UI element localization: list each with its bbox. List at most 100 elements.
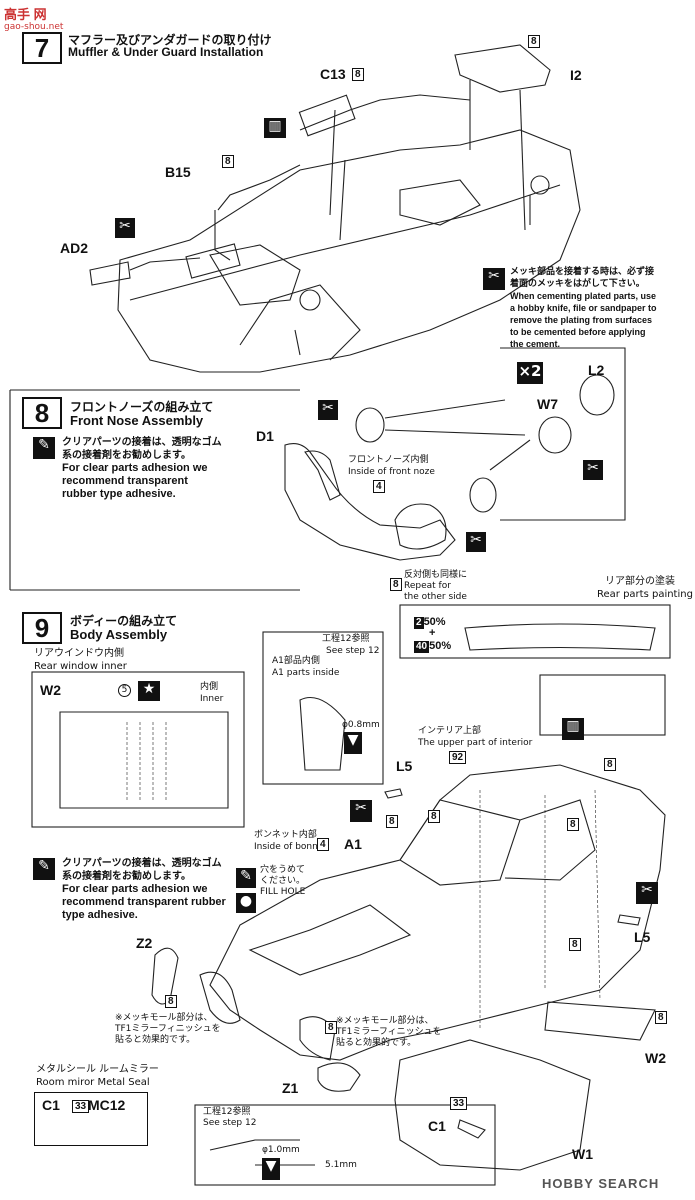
phi10-label: φ1.0mm bbox=[262, 1145, 300, 1155]
step9-title-jp: ボディーの組み立て bbox=[70, 614, 178, 628]
paint-8-l5: 8 bbox=[386, 815, 398, 828]
chrome-part-icon: ▥ bbox=[264, 118, 286, 138]
paint-pct-2: 50% bbox=[429, 640, 452, 652]
a1-inside-jp: A1部品内側 bbox=[272, 656, 320, 666]
paint-mix-plus: + bbox=[429, 627, 436, 639]
paint-front-nose: 4 bbox=[373, 480, 385, 493]
front-nose-inside-en: Inside of front noze bbox=[348, 467, 435, 477]
interior-en: The upper part of interior bbox=[418, 738, 533, 748]
paint-8-w2: 8 bbox=[655, 1011, 667, 1024]
star-icon: ★ bbox=[138, 681, 160, 701]
a1-inside-en: A1 parts inside bbox=[272, 668, 340, 678]
paint-8-side: 8 bbox=[569, 938, 581, 951]
mekki-left-1: ※メッキモール部分は、 bbox=[115, 1013, 213, 1023]
interior-jp: インテリア上部 bbox=[418, 726, 482, 736]
bonnet-jp: ボンネット内部 bbox=[254, 830, 317, 840]
glue-step9-icon-2: ✂ bbox=[636, 882, 658, 904]
rear-painting-en: Rear parts painting bbox=[597, 589, 693, 600]
part-i2: I2 bbox=[570, 67, 582, 83]
step7-note-en: When cementing plated parts, use a hobby… bbox=[510, 291, 657, 349]
mirror-mc12: MC12 bbox=[88, 1097, 126, 1113]
part-w1: W1 bbox=[572, 1146, 593, 1162]
ref12b-jp: 工程12参照 bbox=[203, 1107, 251, 1117]
part-ad2: AD2 bbox=[60, 240, 89, 256]
paint-92: 92 bbox=[449, 751, 467, 764]
mekki-left-2: TF1ミラーフィニッシュを bbox=[115, 1024, 221, 1034]
glue-step8-icon-2: ✂ bbox=[583, 460, 603, 480]
watermark-url: gao-shou.net bbox=[4, 22, 64, 32]
step8-title-jp: フロントノーズの組み立て bbox=[70, 400, 214, 414]
part-w7: W7 bbox=[537, 396, 558, 412]
repeat-jp: 反対側も同様に bbox=[404, 570, 468, 580]
step8-clear-jp: クリアパーツの接着は、透明なゴム系の接着剤をお勧めします。 bbox=[62, 437, 222, 461]
mekki-left-3: 貼ると効果的です。 bbox=[115, 1035, 196, 1045]
phi08-label: φ0.8mm bbox=[342, 720, 380, 730]
mekki-right-3: 貼ると効果的です。 bbox=[336, 1038, 417, 1048]
step9-clear-jp: クリアパーツの接着は、透明なゴム系の接着剤をお勧めします。 bbox=[62, 858, 222, 882]
part-c1: C1 bbox=[428, 1118, 446, 1134]
mirror-seal-jp: メタルシール ルームミラー bbox=[36, 1064, 159, 1075]
step8-clear-en: For clear parts adhesion we recommend tr… bbox=[62, 462, 208, 500]
fill-hole-icon-2: ● bbox=[236, 893, 256, 913]
fill-hole-en: FILL HOLE bbox=[260, 887, 306, 897]
paint-8-pillar: 8 bbox=[567, 818, 579, 831]
paint-c13: 8 bbox=[352, 68, 364, 81]
rear-window-en: Rear window inner bbox=[34, 661, 127, 672]
step8-number: 8 bbox=[22, 397, 62, 429]
paint-bonnet: 4 bbox=[317, 838, 329, 851]
plating-remove-note-icon: ✂ bbox=[483, 268, 505, 290]
paint-code-2: 2 bbox=[414, 617, 424, 629]
repeat-en-2: the other side bbox=[404, 592, 467, 602]
paint-b15: 8 bbox=[222, 155, 234, 168]
fill-hole-jp-1: 穴をうめて bbox=[260, 865, 306, 875]
paint-i2: 8 bbox=[528, 35, 540, 48]
step7-title-en: Muffler & Under Guard Installation bbox=[68, 45, 264, 59]
ref12-en: See step 12 bbox=[326, 646, 380, 656]
ref12-jp: 工程12参照 bbox=[322, 634, 370, 644]
inner-jp: 内側 bbox=[200, 682, 219, 692]
mirror-code-33: 33 bbox=[72, 1100, 90, 1113]
step9-number: 9 bbox=[22, 612, 62, 644]
repeat-en-1: Repeat for bbox=[404, 581, 451, 591]
step8-title-en: Front Nose Assembly bbox=[70, 413, 204, 428]
paint-repeat: 8 bbox=[390, 578, 402, 591]
mekki-right-1: ※メッキモール部分は、 bbox=[336, 1016, 434, 1026]
part-b15: B15 bbox=[165, 164, 191, 180]
paint-8-z2: 8 bbox=[165, 995, 177, 1008]
part-l2: L2 bbox=[588, 362, 605, 378]
step9-clear-en: For clear parts adhesion we recommend tr… bbox=[62, 883, 226, 921]
part-z2: Z2 bbox=[136, 935, 153, 951]
front-nose-inside-jp: フロントノーズ内側 bbox=[348, 455, 429, 465]
multiplier-x2: ×2 bbox=[517, 362, 543, 384]
mirror-seal-en: Room miror Metal Seal bbox=[36, 1077, 150, 1088]
drill-icon: ▼ bbox=[344, 732, 362, 754]
fill-hole-jp-2: ください。 bbox=[260, 876, 306, 886]
mirror-seal-box bbox=[34, 1092, 148, 1146]
paint-8-window: 8 bbox=[428, 810, 440, 823]
paint-code-40: 40 bbox=[414, 641, 430, 653]
step7-title-jp: マフラー及びアンダガードの取り付け bbox=[68, 33, 272, 47]
part-c1-box: C1 bbox=[42, 1097, 60, 1113]
paint-33-c1: 33 bbox=[450, 1097, 468, 1110]
paint-8-rear-top: 8 bbox=[604, 758, 616, 771]
paint-pct-1: 50% bbox=[423, 616, 446, 628]
inner-en: Inner bbox=[200, 694, 224, 704]
fill-hole-icon-1: ✎ bbox=[236, 868, 256, 888]
part-a1: A1 bbox=[344, 836, 362, 852]
part-z1: Z1 bbox=[282, 1080, 299, 1096]
step9-title-en: Body Assembly bbox=[70, 627, 168, 642]
part-d1: D1 bbox=[256, 428, 274, 444]
ref12b-en: See step 12 bbox=[203, 1118, 257, 1128]
rear-window-jp: リアウインドウ内側 bbox=[34, 648, 124, 659]
bonnet-en: Inside of bonnet bbox=[254, 842, 327, 852]
chrome-step9-icon: ▥ bbox=[562, 718, 584, 740]
glue-step9-icon-1: ✂ bbox=[350, 800, 372, 822]
watermark-logo: 高手 网 bbox=[4, 7, 47, 22]
glue-step8-icon-3: ✂ bbox=[466, 532, 486, 552]
step7-number: 7 bbox=[22, 32, 62, 64]
glue-icon: ✎ bbox=[33, 437, 55, 459]
paint-8-z1: 8 bbox=[325, 1021, 337, 1034]
dim-5-1mm: 5.1mm bbox=[325, 1160, 357, 1170]
step7-note-jp: メッキ部品を接着する時は、必ず接着面のメッキをはがして下さい。 bbox=[510, 267, 655, 289]
